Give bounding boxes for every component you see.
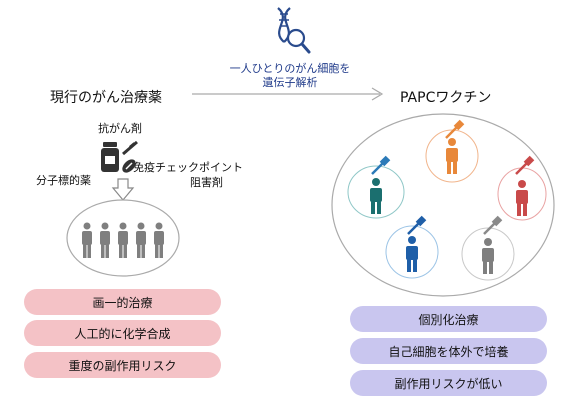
drug-checkpoint-line2: 阻害剤	[190, 176, 223, 189]
horizontal-arrow	[192, 87, 384, 101]
left-feature-2: 人工的に化学合成	[24, 320, 221, 346]
person-icon	[136, 222, 146, 258]
person-icon	[100, 222, 110, 258]
left-feature-3: 重度の副作用リスク	[24, 352, 221, 378]
person-red	[497, 155, 547, 221]
person-icon	[154, 222, 164, 258]
left-title: 現行のがん治療薬	[50, 90, 162, 106]
medicine-icon	[101, 140, 138, 173]
uniform-people-group	[82, 222, 164, 258]
person-teal	[347, 155, 405, 219]
left-feature-1: 画一的治療	[24, 289, 221, 315]
drug-anticancer: 抗がん剤	[98, 122, 142, 135]
personalized-population	[331, 113, 555, 297]
analysis-caption: 一人ひとりのがん細胞を 遺伝子解析	[205, 62, 375, 90]
right-feature-1: 個別化治療	[350, 306, 547, 332]
right-title: PAPCワクチン	[400, 90, 492, 106]
right-feature-2: 自己細胞を体外で培養	[350, 338, 547, 364]
right-feature-3: 副作用リスクが低い	[350, 370, 547, 396]
person-gray	[461, 215, 515, 281]
dna-magnifier-icon	[277, 7, 311, 54]
person-icon	[82, 222, 92, 258]
drug-molecular: 分子標的薬	[36, 174, 91, 187]
caption-line2: 遺伝子解析	[262, 76, 318, 89]
person-icon	[118, 222, 128, 258]
person-blue	[385, 215, 439, 279]
person-orange	[425, 119, 479, 183]
down-arrow	[111, 178, 135, 201]
caption-line1: 一人ひとりのがん細胞を	[229, 62, 351, 75]
drug-checkpoint-line1: 免疫チェックポイント	[133, 161, 243, 174]
